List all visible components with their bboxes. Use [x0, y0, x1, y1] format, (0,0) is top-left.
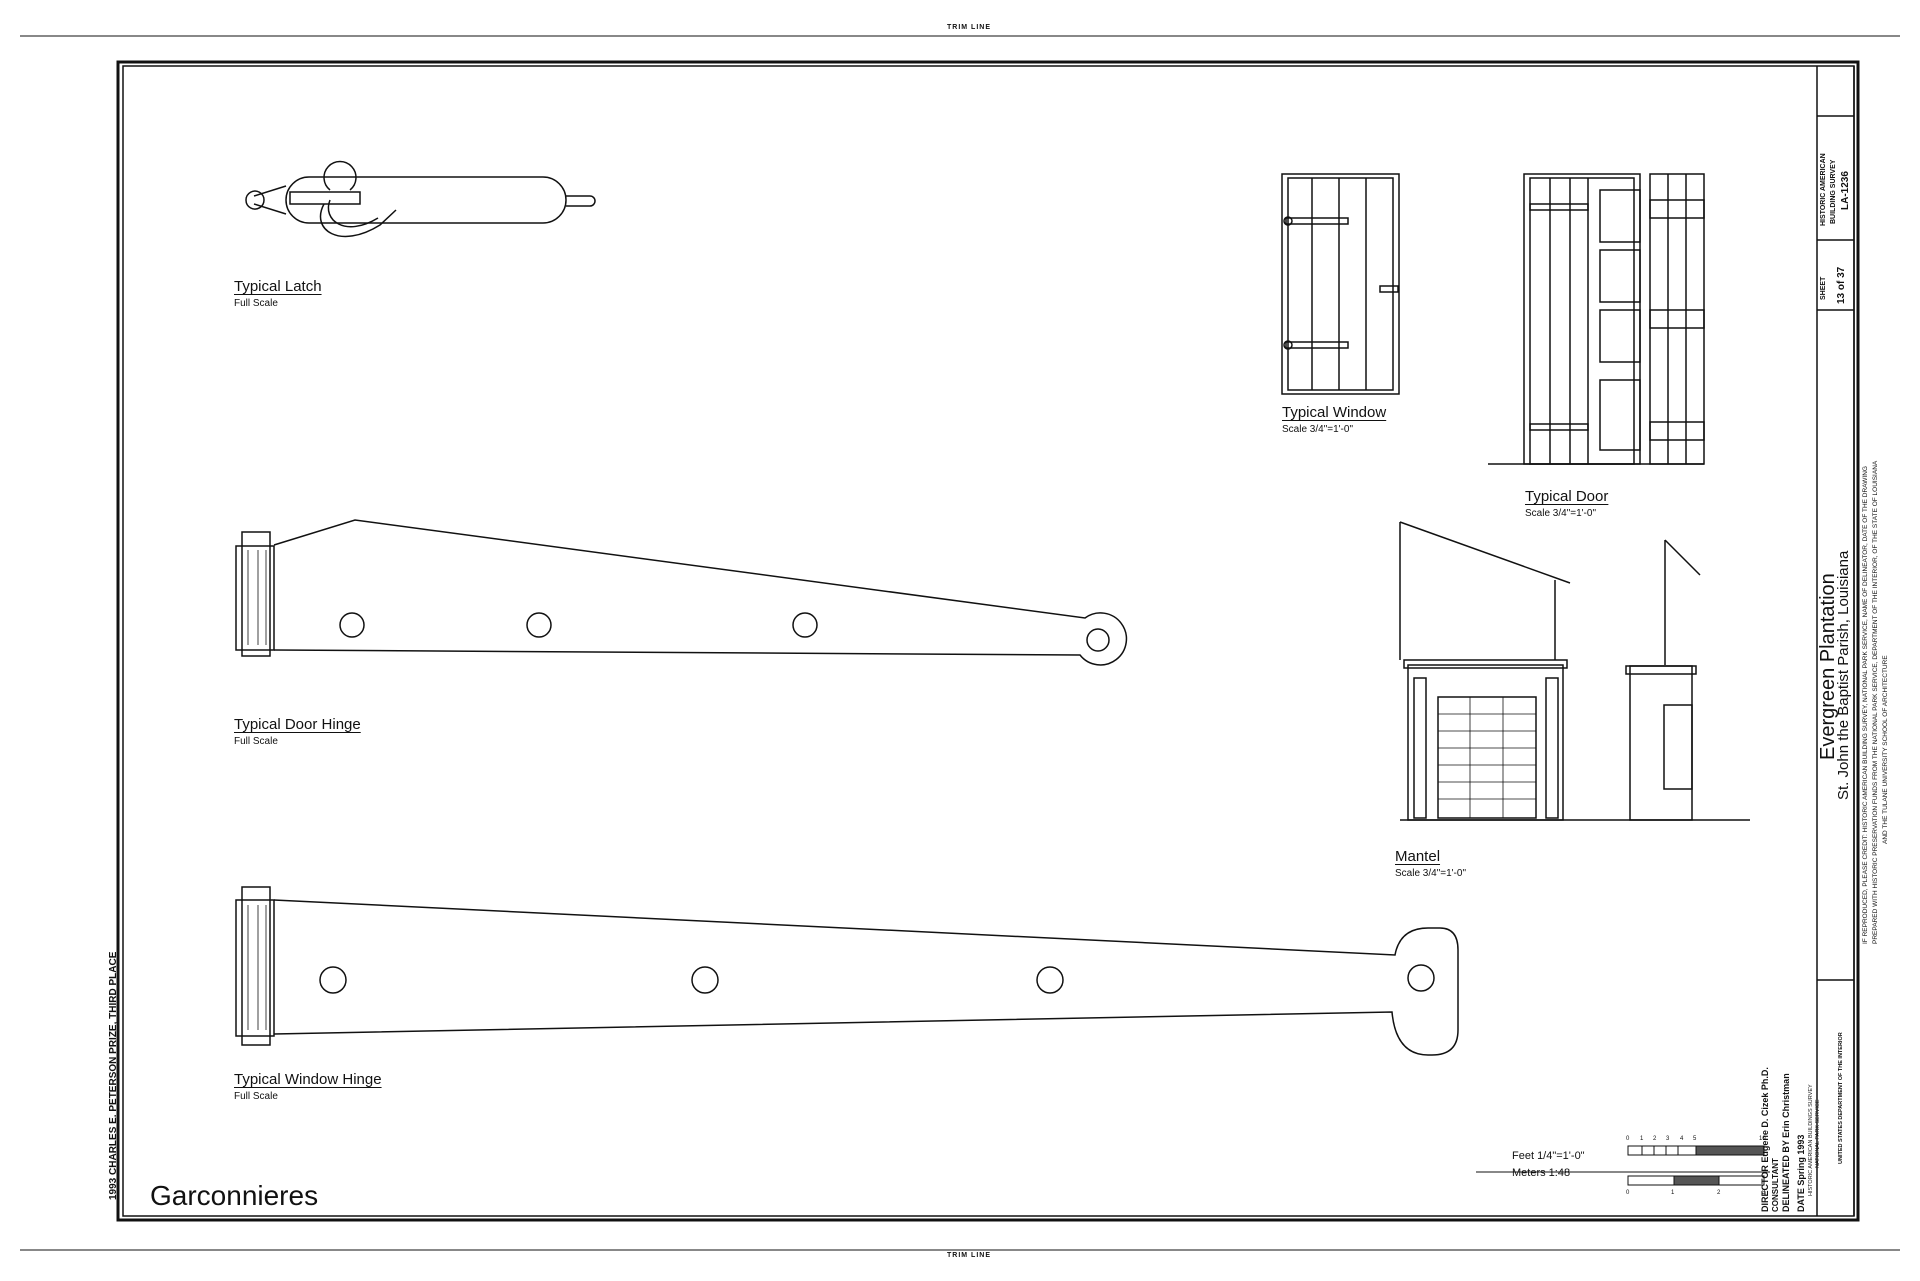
door-scale: Scale 3/4"=1'-0" — [1525, 508, 1596, 519]
credit-consultant: CONSULTANT — [1771, 1158, 1780, 1212]
sheet-border — [116, 60, 1860, 1222]
agency-line-3: UNITED STATES DEPARTMENT OF THE INTERIOR — [1838, 1032, 1844, 1164]
sheet-title: Garconnieres — [150, 1180, 319, 1211]
trim-label-top: TRIM LINE — [947, 24, 991, 31]
latch-drawing — [245, 160, 596, 238]
note-line-3: AND THE TULANE UNIVERSITY SCHOOL OF ARCH… — [1882, 655, 1889, 844]
scale-bars — [1476, 1145, 1770, 1186]
sheet-label: SHEET — [1820, 276, 1827, 300]
agency-line-2: NATIONAL PARK SERVICE — [1815, 1099, 1821, 1168]
latch-scale: Full Scale — [234, 298, 278, 309]
door-hinge-drawing — [235, 519, 1128, 666]
window-hinge-scale: Full Scale — [234, 1091, 278, 1102]
habs-line-1: HISTORIC AMERICAN — [1820, 153, 1827, 226]
agency-line-1: HISTORIC AMERICAN BUILDINGS SURVEY — [1808, 1084, 1814, 1196]
habs-line-2: BUILDING SURVEY — [1830, 159, 1837, 224]
window-hinge-drawing — [235, 886, 1459, 1056]
credit-director: DIRECTOR Eugene D. Cizek Ph.D. — [1760, 1067, 1770, 1212]
door-hinge-scale: Full Scale — [234, 736, 278, 747]
mantel-scale: Scale 3/4"=1'-0" — [1395, 868, 1466, 879]
sheet-number: 13 of 37 — [1836, 266, 1847, 304]
prize-text: 1993 CHARLES E. PETERSON PRIZE, THIRD PL… — [108, 951, 119, 1200]
credit-date: DATE Spring 1993 — [1796, 1134, 1806, 1212]
project-location: St. John the Baptist Parish, Louisiana — [1835, 550, 1852, 800]
door-hinge-title: Typical Door Hinge — [234, 716, 361, 733]
mantel-title: Mantel — [1395, 848, 1441, 865]
mantel-drawing — [1399, 521, 1750, 821]
window-title: Typical Window — [1282, 404, 1387, 421]
window-drawing — [1281, 173, 1400, 395]
trim-label-bottom: TRIM LINE — [947, 1252, 991, 1259]
habs-number: LA-1236 — [1840, 171, 1851, 210]
note-line-2: PREPARED WITH HISTORIC PRESERVATION FUND… — [1872, 460, 1879, 944]
door-title: Typical Door — [1525, 488, 1609, 505]
feet-scale-label: Feet 1/4"=1'-0" — [1512, 1150, 1585, 1162]
window-hinge-title: Typical Window Hinge — [234, 1071, 382, 1088]
door-drawing — [1488, 173, 1705, 465]
credit-delineator: DELINEATED BY Erin Christman — [1781, 1073, 1791, 1212]
note-line-1: IF REPRODUCED, PLEASE CREDIT: HISTORIC A… — [1862, 466, 1869, 944]
meters-scale-label: Meters 1:48 — [1512, 1167, 1571, 1179]
window-scale: Scale 3/4"=1'-0" — [1282, 424, 1353, 435]
latch-title: Typical Latch — [234, 278, 322, 295]
